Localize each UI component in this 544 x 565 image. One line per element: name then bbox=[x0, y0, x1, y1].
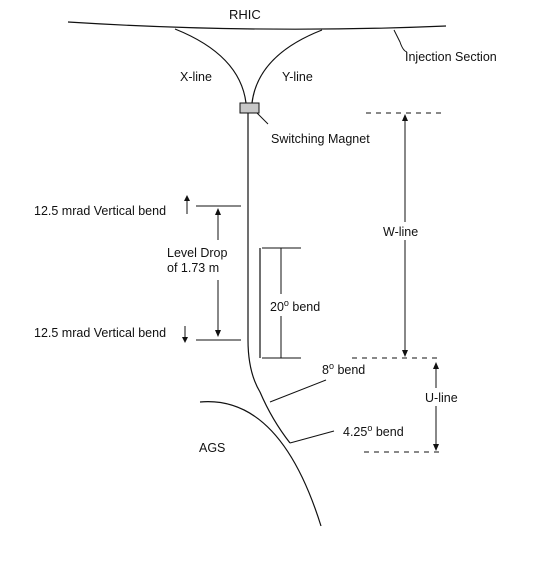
bend-20-label-bg bbox=[266, 294, 328, 316]
x-line-curve bbox=[174, 28, 247, 104]
u-line-label-bg bbox=[420, 388, 470, 406]
ags-ring-arc bbox=[199, 401, 322, 527]
bend-425-degree: o bbox=[367, 423, 372, 433]
main-beamline bbox=[247, 113, 291, 444]
u-line-arrow-top bbox=[433, 362, 439, 369]
level-drop-label-bg bbox=[160, 240, 240, 280]
bend-8-degree: o bbox=[329, 361, 334, 371]
x-line-label: X-line bbox=[180, 70, 212, 84]
level-drop-label-line2: of 1.73 m bbox=[167, 261, 219, 275]
bend-425-word: bend bbox=[372, 425, 403, 439]
vertical-bend-top-up-arrowhead bbox=[184, 195, 190, 201]
vertical-bend-top-label: 12.5 mrad Vertical bend bbox=[34, 204, 166, 218]
injection-section-label: Injection Section bbox=[405, 50, 497, 64]
bend-20-degree: o bbox=[284, 298, 289, 308]
bend-425-label: 4.25o bend bbox=[343, 423, 404, 439]
w-line-arrow-bottom bbox=[402, 350, 408, 357]
level-drop-label-line1: Level Drop bbox=[167, 246, 227, 260]
u-line-label: U-line bbox=[425, 391, 458, 405]
level-drop-arrow-top bbox=[215, 208, 221, 215]
w-line-arrow-top bbox=[402, 114, 408, 121]
vertical-bend-bottom-down-arrowhead bbox=[182, 337, 188, 343]
vertical-bend-bottom-label: 12.5 mrad Vertical bend bbox=[34, 326, 166, 340]
switching-magnet-box bbox=[239, 102, 260, 114]
bend-20-number: 20 bbox=[270, 300, 284, 314]
switching-magnet-label: Switching Magnet bbox=[271, 132, 370, 146]
ags-label: AGS bbox=[199, 441, 225, 455]
bend-20-label: 20o bend bbox=[270, 298, 320, 314]
switching-magnet-leader bbox=[256, 112, 269, 125]
bend-8-label: 8o bend bbox=[322, 361, 365, 377]
bend-425-number: 4.25 bbox=[343, 425, 367, 439]
bend-425-leader bbox=[289, 430, 335, 444]
injection-section-leader bbox=[393, 29, 408, 53]
rhic-ring-arc bbox=[67, 21, 447, 30]
bend-8-number: 8 bbox=[322, 363, 329, 377]
y-line-label: Y-line bbox=[282, 70, 313, 84]
w-line-label: W-line bbox=[383, 225, 418, 239]
y-line-curve bbox=[251, 29, 323, 104]
rhic-label: RHIC bbox=[229, 7, 261, 22]
bend-8-word: bend bbox=[334, 363, 365, 377]
bend-8-leader bbox=[269, 379, 327, 403]
w-line-label-bg bbox=[378, 222, 428, 240]
bend-20-word: bend bbox=[289, 300, 320, 314]
level-drop-arrow-bottom bbox=[215, 330, 221, 337]
u-line-arrow-bottom bbox=[433, 444, 439, 451]
